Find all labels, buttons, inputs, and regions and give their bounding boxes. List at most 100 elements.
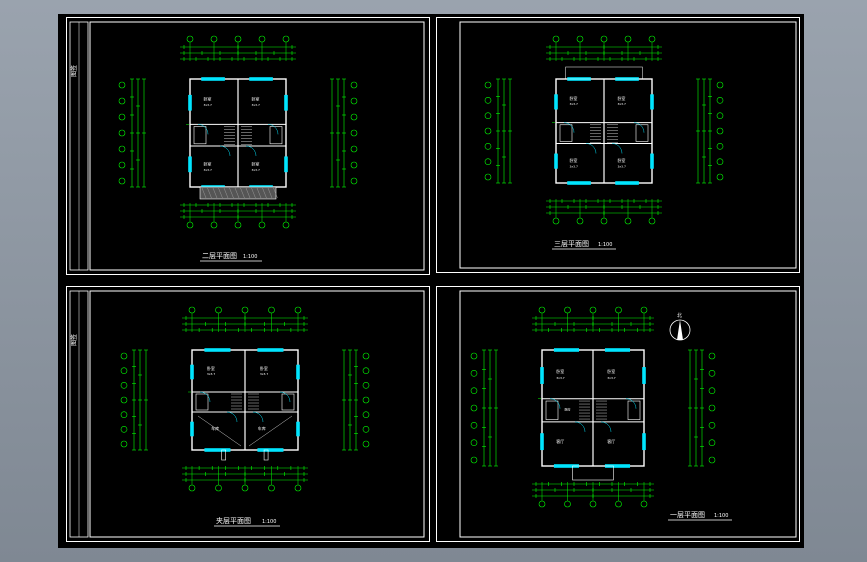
grid-axis-bubble <box>648 217 656 225</box>
grid-axis-bubble <box>210 35 218 43</box>
door-swing <box>226 411 238 423</box>
hatch-line <box>207 187 212 199</box>
grid-axis-bubble <box>118 81 126 89</box>
grid-axis-bubble <box>716 143 724 150</box>
grid-axis-bubble <box>708 370 716 377</box>
sheet-frame-top-right <box>436 17 800 273</box>
grid-axis-bubble <box>589 500 597 508</box>
hatch-line <box>240 187 245 199</box>
cad-model-space[interactable] <box>58 14 804 548</box>
room-label: 厨房 <box>564 406 570 411</box>
column <box>263 449 269 461</box>
bathroom <box>281 393 295 411</box>
window <box>540 433 544 451</box>
room-area: 3x3.7 <box>260 372 269 376</box>
room-label: 卧室 <box>556 368 564 374</box>
door-swing <box>267 124 279 135</box>
drawing-title: 夹层平面图 <box>216 516 251 525</box>
grid-axis-bubble <box>188 306 196 314</box>
grid-axis-bubble <box>120 440 128 448</box>
grid-axis-bubble <box>268 306 275 314</box>
window <box>642 367 646 384</box>
door-swing <box>252 411 264 423</box>
door-swing <box>219 145 231 156</box>
stamp-label: 图签 <box>70 334 78 346</box>
grid-axis-bubble <box>470 422 478 429</box>
hatch-line <box>229 187 234 199</box>
window <box>296 421 300 437</box>
room-label: 卧室 <box>203 96 211 102</box>
grid-axis-bubble <box>716 112 724 119</box>
window <box>284 94 288 111</box>
grid-axis-bubble <box>470 370 478 377</box>
grid-axis-bubble <box>576 35 584 43</box>
grid-axis-bubble <box>716 173 724 181</box>
grid-axis-bubble <box>484 143 492 150</box>
grid-axis-bubble <box>716 127 724 135</box>
window <box>604 348 631 352</box>
grid-axis-bubble <box>241 484 249 492</box>
room-label: 卧室 <box>207 365 215 371</box>
grid-axis-bubble <box>600 217 608 225</box>
bathroom <box>545 400 559 420</box>
room-label: 卧室 <box>617 95 625 101</box>
bathroom <box>627 400 641 420</box>
window <box>650 94 654 110</box>
window <box>284 156 288 173</box>
window <box>642 433 646 451</box>
room-label: 卧室 <box>251 160 259 166</box>
hatch-line <box>256 187 262 199</box>
room-label: 卧室 <box>260 365 268 371</box>
bathroom <box>193 126 207 145</box>
room-area: 3x3.7 <box>617 102 626 106</box>
grid-axis-bubble <box>708 456 716 464</box>
grid-axis-bubble <box>470 352 478 360</box>
grid-axis-bubble <box>716 97 724 104</box>
grid-axis-bubble <box>350 129 358 137</box>
room-label: 卧室 <box>203 160 211 166</box>
room-label: 客厅 <box>556 438 564 444</box>
room-label: 卧室 <box>607 368 615 374</box>
drawing-scale: 1:100 <box>714 513 728 519</box>
grid-axis-bubble <box>470 387 478 394</box>
hatch-line <box>212 187 218 199</box>
grid-axis-bubble <box>362 396 370 404</box>
grid-axis-bubble <box>600 35 608 43</box>
door-swing <box>279 391 291 403</box>
grid-axis-bubble <box>484 127 492 135</box>
grid-axis-bubble <box>186 35 194 43</box>
hatch-line <box>267 187 273 199</box>
grid-axis-bubble <box>564 306 571 314</box>
room-label: 车库 <box>258 425 266 431</box>
hatch-line <box>273 187 278 199</box>
door-swing <box>625 398 637 409</box>
door-swing <box>197 124 209 135</box>
room-area: 3x3.7 <box>617 164 626 168</box>
grid-axis-bubble <box>268 484 275 492</box>
bathroom <box>559 124 573 142</box>
grid-axis-bubble <box>118 97 126 105</box>
grid-axis-bubble <box>350 97 358 105</box>
room-area: 3x3.7 <box>203 168 212 172</box>
hatch-line <box>223 187 229 199</box>
grid-axis-bubble <box>708 352 716 360</box>
grid-axis-bubble <box>484 158 492 165</box>
window <box>567 181 591 185</box>
north-arrow: 北 <box>669 312 691 341</box>
drawing-title: 二层平面图 <box>202 252 237 260</box>
grid-axis-bubble <box>538 306 546 314</box>
grid-axis-bubble <box>350 145 358 153</box>
window <box>257 448 284 452</box>
grid-axis-bubble <box>484 112 492 119</box>
room-area: 3x3.7 <box>556 376 565 380</box>
door-swing <box>611 143 623 154</box>
window <box>188 94 192 111</box>
window <box>650 153 654 169</box>
sheet-frame-bottom-right <box>436 286 800 542</box>
grid-axis-bubble <box>294 306 302 314</box>
grid-axis-bubble <box>470 439 478 446</box>
grid-axis-bubble <box>538 500 546 508</box>
